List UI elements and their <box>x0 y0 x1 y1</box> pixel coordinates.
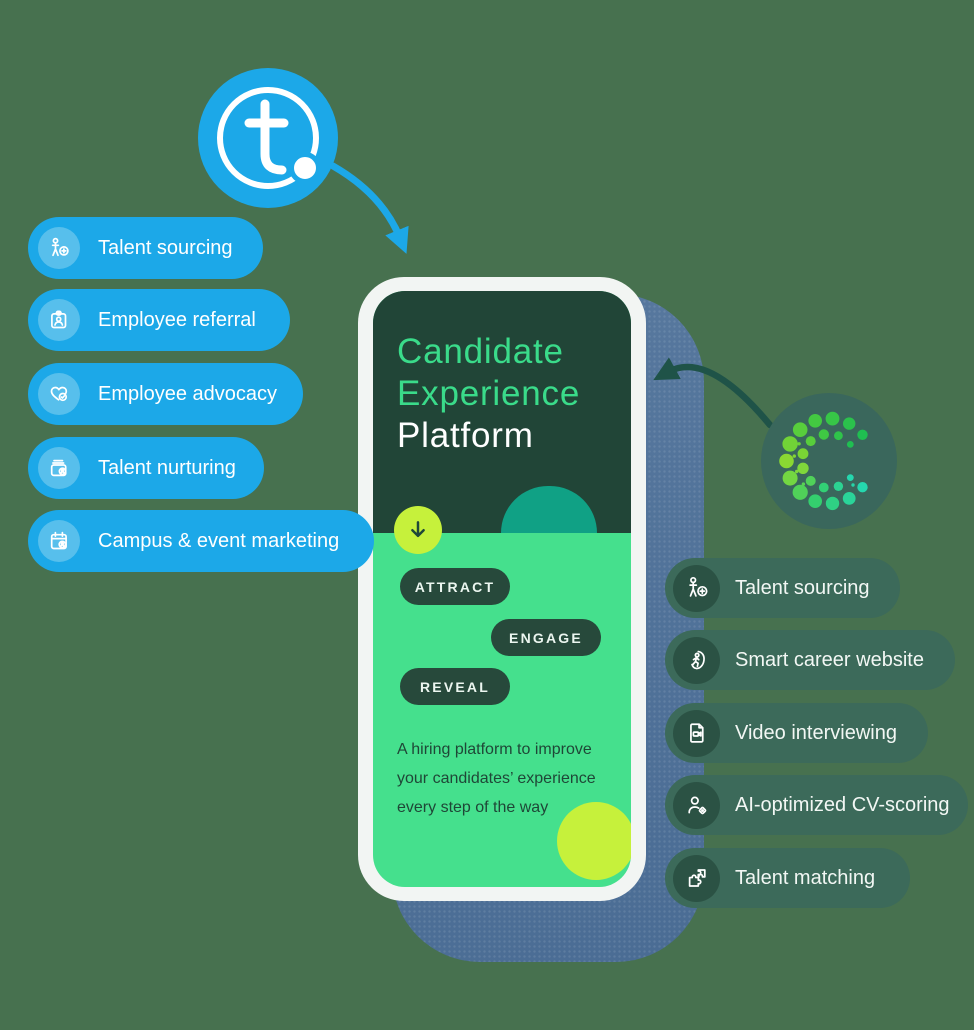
pill-label: Talent nurturing <box>98 456 236 479</box>
t-monogram-icon <box>217 87 321 189</box>
scroll-down-button <box>394 506 442 554</box>
right-pill-smart-career-website: Smart career website <box>665 630 955 690</box>
title-line-1: Candidate <box>397 332 564 371</box>
calendar-contact-icon <box>38 520 80 562</box>
stage-pill-engage: ENGAGE <box>491 619 601 656</box>
left-pill-employee-referral: Employee referral <box>28 289 290 351</box>
title-line-2: Experience <box>397 374 581 413</box>
wallet-contact-icon <box>38 447 80 489</box>
pill-label: Talent sourcing <box>735 576 870 599</box>
left-pill-talent-nurturing: Talent nurturing <box>28 437 264 499</box>
phone-screen: Candidate Experience Platform ATTRACT EN… <box>373 291 631 887</box>
pill-label: Talent sourcing <box>98 236 233 259</box>
right-pill-video-interviewing: Video interviewing <box>665 703 928 763</box>
heart-check-icon <box>38 373 80 415</box>
person-plus-icon <box>38 227 80 269</box>
left-pill-campus-event-marketing: Campus & event marketing <box>28 510 374 572</box>
id-badge-icon <box>38 299 80 341</box>
running-person-icon <box>673 636 720 684</box>
right-pill-talent-matching: Talent matching <box>665 848 910 908</box>
blue-arrow <box>329 162 409 254</box>
arrow-down-icon <box>411 521 425 538</box>
phone-title: Candidate Experience Platform <box>397 331 580 457</box>
t-logo <box>198 68 338 208</box>
right-pill-talent-sourcing: Talent sourcing <box>665 558 900 618</box>
pill-label: AI-optimized CV-scoring <box>735 793 950 816</box>
teal-arrow <box>653 357 774 429</box>
pill-label: Talent matching <box>735 866 876 889</box>
puzzle-icon <box>673 854 720 902</box>
person-plus-icon <box>673 564 720 612</box>
pill-label: Employee referral <box>98 308 256 331</box>
c-logo-dots <box>779 411 868 511</box>
person-tag-icon <box>673 781 720 829</box>
phone-description: A hiring platform to improve your candid… <box>397 741 596 816</box>
right-pill-ai-cv-scoring: AI-optimized CV-scoring <box>665 775 968 835</box>
pill-label: Smart career website <box>735 648 924 671</box>
title-line-3: Platform <box>397 416 534 455</box>
video-document-icon <box>673 709 720 757</box>
pill-label: Campus & event marketing <box>98 529 340 552</box>
pill-label: Employee advocacy <box>98 382 277 405</box>
left-pill-employee-advocacy: Employee advocacy <box>28 363 303 425</box>
c-logo <box>761 393 897 529</box>
stage-pill-attract: ATTRACT <box>400 568 510 605</box>
stage-pill-reveal: REVEAL <box>400 668 510 705</box>
screen-hero-panel <box>373 291 631 533</box>
phone-mockup: Candidate Experience Platform ATTRACT EN… <box>358 277 646 901</box>
pill-label: Video interviewing <box>735 721 897 744</box>
left-pill-talent-sourcing: Talent sourcing <box>28 217 263 279</box>
lime-corner-circle <box>557 802 631 880</box>
